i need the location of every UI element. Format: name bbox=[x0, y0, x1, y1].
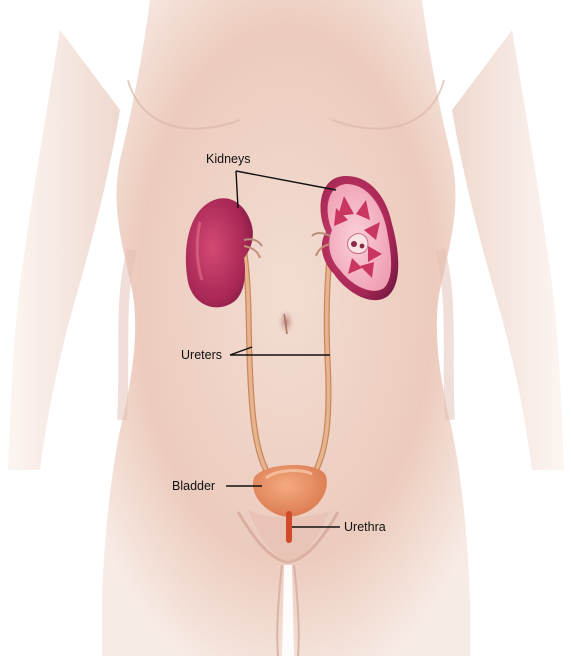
label-urethra: Urethra bbox=[344, 520, 386, 534]
leg-gap bbox=[282, 565, 294, 656]
label-ureters: Ureters bbox=[181, 348, 222, 362]
label-kidneys: Kidneys bbox=[206, 152, 250, 166]
label-bladder: Bladder bbox=[172, 479, 215, 493]
